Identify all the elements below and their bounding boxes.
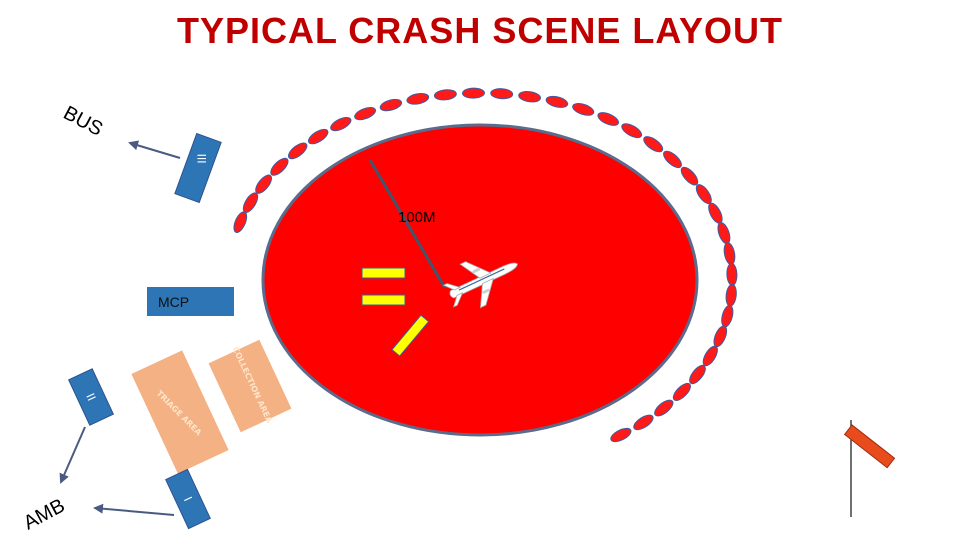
cordon-cone — [723, 242, 736, 265]
cordon-cone — [270, 157, 289, 176]
cordon-cone — [379, 98, 403, 112]
sector-1-box: I — [165, 468, 211, 530]
vehicle-bar-1 — [361, 267, 406, 279]
amb-label: AMB — [20, 495, 69, 535]
cordon-cone — [462, 87, 485, 99]
cordon-cone — [354, 107, 377, 121]
amb-arrow-upper — [59, 426, 86, 484]
cordon-cone — [255, 174, 273, 194]
cordon-cone — [721, 304, 734, 328]
mcp-box — [147, 287, 234, 316]
bus-label: BUS — [60, 102, 107, 141]
cordon-cone — [572, 103, 595, 116]
cordon-cone — [545, 95, 569, 108]
sector-3-box: III — [174, 132, 222, 204]
triage-area-box: TRIAGE AREA — [131, 350, 229, 474]
cordon-cone — [518, 90, 542, 103]
cordon-cone — [643, 136, 664, 153]
sector-1-label: I — [181, 495, 195, 504]
cordon-cone — [695, 184, 712, 205]
mcp-label: MCP — [158, 294, 189, 310]
collection-area-box: COLLECTION AREA — [208, 339, 292, 433]
cordon-cone — [672, 382, 691, 401]
cordon-cone — [663, 150, 682, 169]
radius-line — [368, 159, 447, 289]
outer-cordon-cones — [233, 87, 738, 443]
sector-2-label: II — [83, 391, 99, 403]
cordon-cone — [717, 222, 731, 245]
cordon-cone — [708, 202, 723, 224]
page-title: TYPICAL CRASH SCENE LAYOUT — [177, 10, 783, 51]
cordon-cone — [490, 88, 514, 100]
cordon-cone — [433, 89, 457, 101]
bus-arrow — [128, 140, 181, 159]
cordon-cone — [725, 283, 737, 307]
vehicle-bar-2 — [361, 294, 406, 306]
cordon-cone — [597, 112, 619, 126]
cordon-cone — [330, 116, 352, 132]
cordon-cone — [307, 128, 329, 145]
cordon-cone — [633, 414, 654, 431]
amb-arrow-lower — [93, 503, 175, 516]
vehicle-bar-3 — [391, 314, 430, 357]
cordon-cone — [654, 399, 674, 417]
sector-2-box: II — [67, 368, 115, 426]
cordon-cone — [713, 325, 728, 348]
cordon-cone — [689, 364, 706, 385]
sector-3-label: III — [194, 154, 208, 164]
cordon-cone — [406, 92, 430, 105]
airplane-icon — [442, 261, 518, 309]
radius-label: 100M — [398, 209, 436, 226]
cordon-cone — [702, 345, 718, 367]
cordon-cone — [610, 427, 632, 443]
cordon-cone — [287, 142, 308, 160]
windsock-icon — [843, 420, 896, 517]
cordon-cone — [726, 262, 738, 286]
cordon-cone — [233, 211, 248, 233]
cordon-cone — [680, 166, 699, 186]
cordon-cone — [621, 123, 643, 139]
cordon-cone — [242, 192, 259, 213]
